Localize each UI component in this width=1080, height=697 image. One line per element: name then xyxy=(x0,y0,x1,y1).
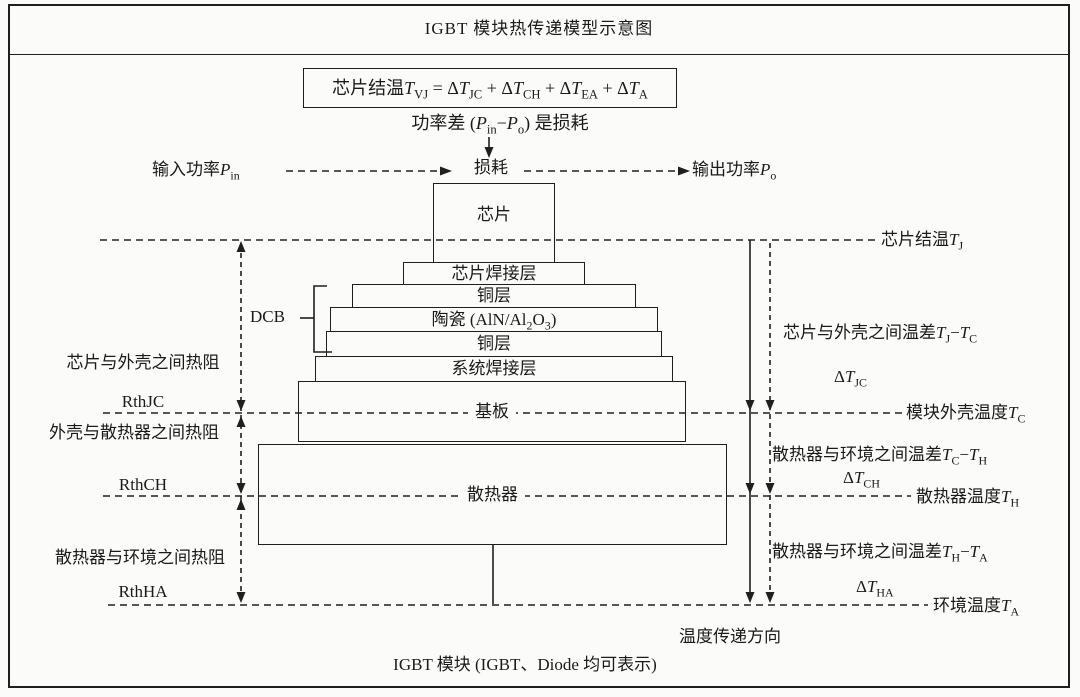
temperature-direction-label: 温度传递方向 xyxy=(679,627,781,646)
delta-tha-label: ΔTHA xyxy=(856,577,894,600)
ha-temp-diff-label: 散热器与环境之间温差TH−TA xyxy=(772,542,988,565)
rthjc-label: RthJC xyxy=(121,392,165,411)
arrowheads xyxy=(236,147,775,603)
rthha-label: RthHA xyxy=(118,582,168,601)
module-caption: IGBT 模块 (IGBT、Diode 均可表示) xyxy=(393,655,657,674)
junction-temp-label: 芯片结温TJ xyxy=(881,230,964,253)
ha-resistance-label: 散热器与环境之间热阻 xyxy=(55,548,225,567)
case-temp-label: 模块外壳温度TC xyxy=(906,403,1026,426)
heatsink-box: 散热器 xyxy=(258,444,727,545)
dcb-bracket xyxy=(314,286,332,352)
copper-top-layer-box: 铜层 xyxy=(352,284,636,308)
jc-resistance-label: 芯片与外壳之间热阻 xyxy=(66,353,220,372)
junction-temp-formula: 芯片结温TVJ = ΔTJC + ΔTCH + ΔTEA + ΔTA xyxy=(332,78,648,102)
die-solder-label: 芯片焊接层 xyxy=(451,263,537,283)
ceramic-label: 陶瓷 (AlN/Al2O3) xyxy=(431,309,557,332)
ch-temp-diff-label: 散热器与环境之间温差TC−TH xyxy=(772,445,988,468)
system-solder-label: 系统焊接层 xyxy=(451,359,537,378)
ch-resistance-label: 外壳与散热器之间热阻 xyxy=(49,423,219,442)
baseplate-label: 基板 xyxy=(468,401,516,422)
dcb-label: DCB xyxy=(250,307,285,326)
jc-temp-diff-label: 芯片与外壳之间温差TJ−TC xyxy=(783,323,978,346)
copper-top-label: 铜层 xyxy=(477,286,511,305)
page-title: IGBT 模块热传递模型示意图 xyxy=(424,19,654,38)
power-difference-note: 功率差 (Pin−Po) 是损耗 xyxy=(411,113,589,137)
ambient-temp-label: 环境温度TA xyxy=(933,596,1020,619)
heatsink-label: 散热器 xyxy=(460,484,525,505)
ceramic-layer-box: 陶瓷 (AlN/Al2O3) xyxy=(330,307,658,332)
copper-bottom-layer-box: 铜层 xyxy=(326,331,662,357)
heatsink-temp-label: 散热器温度TH xyxy=(916,487,1020,510)
system-solder-layer-box: 系统焊接层 xyxy=(315,356,673,382)
die-solder-layer-box: 芯片焊接层 xyxy=(403,262,585,285)
rthch-label: RthCH xyxy=(118,475,168,494)
baseplate-box: 基板 xyxy=(298,381,686,442)
copper-bottom-label: 铜层 xyxy=(477,334,511,353)
delta-tjc-label: ΔTJC xyxy=(834,367,867,390)
delta-tch-label: ΔTCH xyxy=(843,468,880,491)
junction-temp-formula-box: 芯片结温TVJ = ΔTJC + ΔTCH + ΔTEA + ΔTA xyxy=(303,68,677,108)
diagram-border xyxy=(8,4,1070,688)
output-power-label: 输出功率Po xyxy=(692,160,777,183)
input-power-label: 输入功率Pin xyxy=(152,160,240,183)
chip-label: 芯片 xyxy=(477,205,511,224)
title-separator xyxy=(8,54,1070,55)
chip-box: 芯片 xyxy=(433,183,555,263)
loss-label: 损耗 xyxy=(474,158,508,177)
